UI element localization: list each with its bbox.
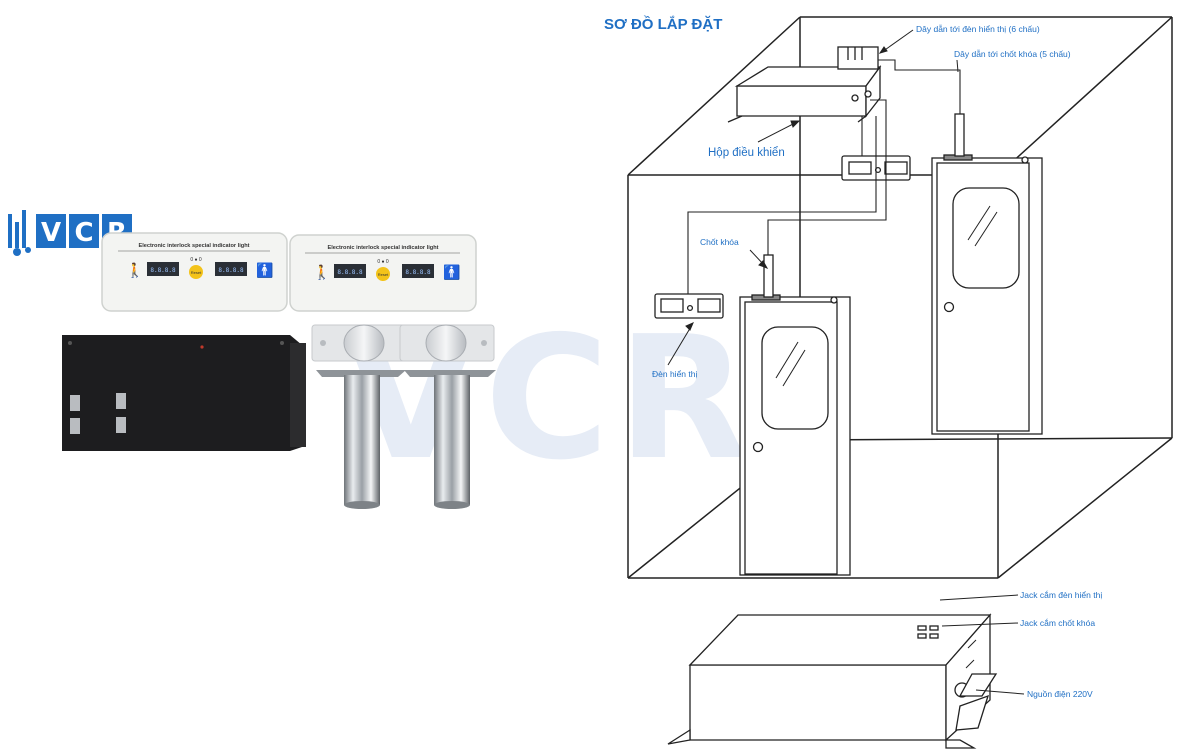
panel-2-mid: 0 ● 0 xyxy=(377,259,389,265)
panel-2-reset-label: Reset xyxy=(378,272,389,277)
panel-1-display-right-text: 8.8.8.8 xyxy=(218,267,244,274)
wiring xyxy=(687,59,961,294)
lock-photo-2 xyxy=(399,324,496,509)
tool-icon xyxy=(8,210,31,256)
vcr-logo: V C R xyxy=(6,208,134,258)
panel-2-reset-button xyxy=(376,267,390,281)
product-photos: Electronic interlock special indicator l… xyxy=(62,232,496,509)
control-box-photo xyxy=(62,335,306,451)
label-wire-to-lock: Dây dẫn tới chốt khóa (5 chấu) xyxy=(954,49,1071,59)
diagram-title: SƠ ĐỒ LẮP ĐẶT xyxy=(604,15,722,33)
panel-1-display-left xyxy=(147,262,179,276)
control-box-ceiling xyxy=(727,46,882,123)
stop-red-icon: 🚹 xyxy=(443,264,460,281)
detail-leaders xyxy=(939,594,1025,695)
walk-green-icon: 🚶 xyxy=(313,264,330,281)
panel-1-mid: 0 ● 0 xyxy=(190,257,202,263)
lock-photo-1 xyxy=(311,324,407,509)
panel-2-title: Electronic interlock special indicator l… xyxy=(328,245,439,251)
logo-box-c xyxy=(69,214,99,248)
panel-1-reset-label: Reset xyxy=(191,270,202,275)
indicator-lower xyxy=(654,293,724,319)
labels: Dây dẫn tới đèn hiển thị (6 chấu) Dây dẫ… xyxy=(652,24,1102,699)
panel-2-display-left xyxy=(334,264,366,278)
label-jack-lock: Jack cắm chốt khóa xyxy=(1020,618,1095,628)
label-jack-light: Jack cắm đèn hiển thị xyxy=(1020,590,1102,600)
label-lock: Chốt khóa xyxy=(700,237,739,247)
door-back xyxy=(931,154,1043,435)
walk-green-icon: 🚶 xyxy=(126,262,143,279)
door-front xyxy=(739,294,851,576)
label-indicator: Đèn hiển thị xyxy=(652,369,697,379)
vcr-logo-mark: V C R xyxy=(8,210,132,256)
leaders xyxy=(667,29,959,366)
panel-2-display-left-text: 8.8.8.8 xyxy=(337,269,363,276)
label-power: Nguồn điện 220V xyxy=(1027,689,1093,699)
label-control-box: Hộp điều khiển xyxy=(708,147,785,159)
stop-red-icon: 🚹 xyxy=(256,262,273,279)
logo-box-v xyxy=(36,214,66,248)
control-box-detail xyxy=(667,613,998,749)
indicator-panel-1: Electronic interlock special indicator l… xyxy=(101,232,288,312)
installation-diagram: SƠ ĐỒ LẮP ĐẶT xyxy=(604,15,1173,749)
logo-letter-c: C xyxy=(74,218,93,248)
label-wire-to-light: Dây dẫn tới đèn hiển thị (6 chấu) xyxy=(916,24,1040,34)
panel-2-display-right-text: 8.8.8.8 xyxy=(405,269,431,276)
logo-letter-v: V xyxy=(41,218,61,248)
panel-1-title: Electronic interlock special indicator l… xyxy=(139,243,250,249)
panel-1-display-right xyxy=(215,262,247,276)
panel-1-reset-button xyxy=(189,265,203,279)
panel-2-display-right xyxy=(402,264,434,278)
indicator-panel-2: Electronic interlock special indicator l… xyxy=(289,234,477,312)
panel-1-display-left-text: 8.8.8.8 xyxy=(150,267,176,274)
